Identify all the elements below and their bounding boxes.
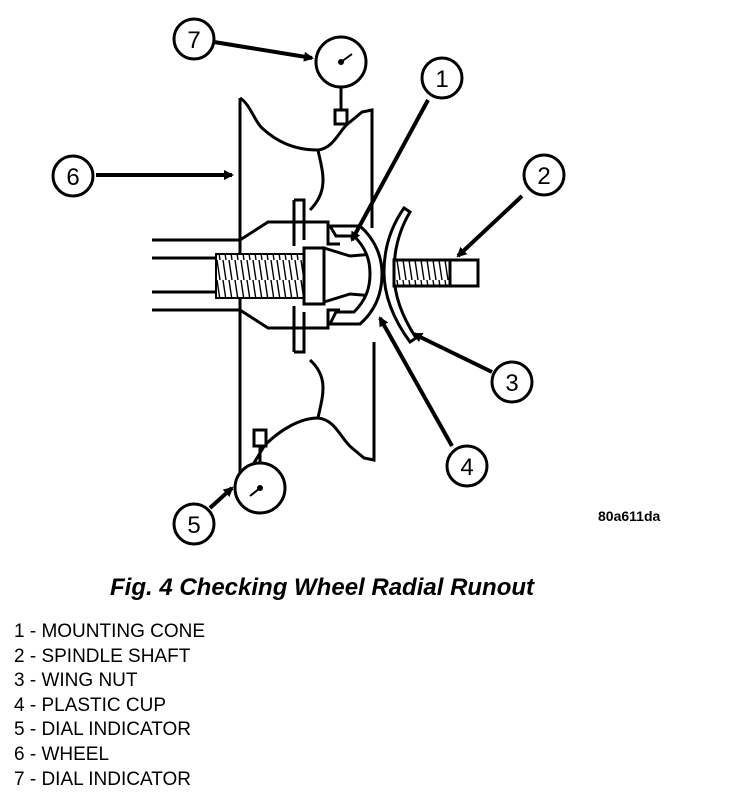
legend-item: 6 - WHEEL bbox=[14, 743, 110, 765]
legend-item: 4 - PLASTIC CUP bbox=[14, 694, 167, 716]
callout-4-number: 4 bbox=[460, 454, 473, 481]
callout-5-number: 5 bbox=[187, 512, 200, 539]
callout-2-number: 2 bbox=[537, 163, 550, 190]
arrow-callout-3 bbox=[412, 332, 493, 374]
plastic-cup bbox=[327, 224, 384, 326]
callout-4: 4 bbox=[445, 444, 489, 488]
legend-item: 7 - DIAL INDICATOR bbox=[14, 768, 192, 790]
legend-item: 3 - WING NUT bbox=[14, 670, 138, 692]
leader-arrows bbox=[96, 40, 524, 510]
callout-3-number: 3 bbox=[505, 370, 518, 397]
image-code: 80a611da bbox=[598, 508, 660, 524]
legend-item: 2 - SPINDLE SHAFT bbox=[14, 645, 191, 667]
legend-item: 5 - DIAL INDICATOR bbox=[14, 719, 192, 741]
callout-6: 6 bbox=[51, 154, 95, 198]
wheel-runout-diagram: 7 6 1 2 3 4 5 80a611da bbox=[51, 17, 660, 546]
callout-1: 1 bbox=[420, 56, 464, 100]
arrow-callout-1 bbox=[350, 99, 430, 242]
callout-7: 7 bbox=[172, 17, 216, 61]
legend-list: 1 - MOUNTING CONE 2 - SPINDLE SHAFT 3 - … bbox=[14, 620, 205, 792]
arrow-callout-2 bbox=[456, 194, 524, 258]
dial-indicator-bottom bbox=[233, 428, 287, 515]
callout-1-number: 1 bbox=[435, 66, 448, 93]
callout-2: 2 bbox=[522, 153, 566, 197]
callout-5: 5 bbox=[172, 502, 216, 546]
arrow-callout-7 bbox=[213, 40, 314, 62]
arrow-callout-4 bbox=[378, 316, 454, 447]
legend-item: 1 - MOUNTING CONE bbox=[14, 621, 206, 642]
callout-3: 3 bbox=[490, 360, 534, 404]
dial-indicator-top bbox=[314, 35, 368, 126]
callout-6-number: 6 bbox=[66, 164, 79, 191]
figure-caption: Fig. 4 Checking Wheel Radial Runout bbox=[110, 574, 535, 601]
spindle-hub bbox=[152, 198, 376, 354]
callout-7-number: 7 bbox=[187, 27, 200, 54]
arrow-callout-5 bbox=[208, 486, 234, 510]
spindle-shaft bbox=[392, 258, 480, 288]
